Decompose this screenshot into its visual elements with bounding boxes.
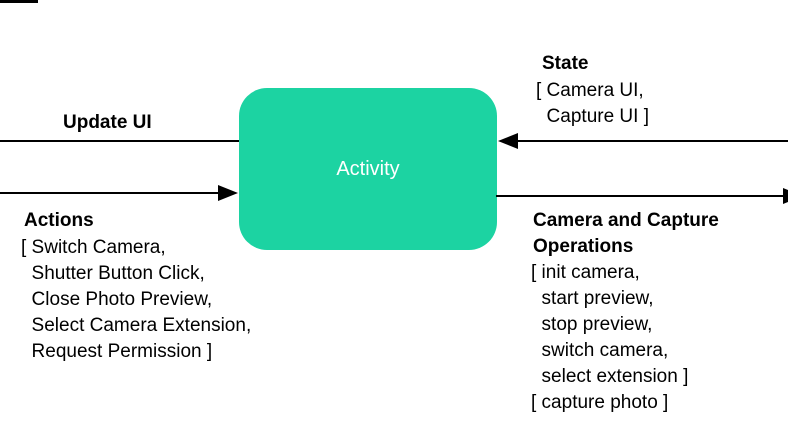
- list-line: select extension ]: [531, 366, 689, 387]
- actions-item-list: [ Switch Camera, Shutter Button Click, C…: [21, 235, 251, 365]
- list-line: Shutter Button Click,: [21, 263, 205, 284]
- activity-node: Activity: [239, 88, 497, 250]
- list-line: [ Camera UI,: [536, 80, 644, 101]
- cropped-edge-artifact: [0, 0, 38, 3]
- list-line: stop preview,: [531, 314, 653, 335]
- state-item-list: [ Camera UI, Capture UI ]: [536, 78, 649, 130]
- update-ui-label: Update UI: [63, 112, 152, 133]
- operations-item-list: [ init camera, start preview, stop previ…: [531, 260, 688, 416]
- list-line: [ Switch Camera,: [21, 237, 166, 258]
- operations-arrow-line: [496, 195, 788, 197]
- list-line: Request Permission ]: [21, 341, 213, 362]
- update-ui-arrow-line: [0, 140, 240, 142]
- arrowhead-right-icon: [218, 185, 238, 201]
- actions-arrow-line: [0, 192, 220, 194]
- arrowhead-left-icon: [498, 133, 518, 149]
- list-line: switch camera,: [531, 340, 669, 361]
- list-line: [ capture photo ]: [531, 392, 669, 413]
- operations-label: Camera and Capture Operations: [533, 210, 719, 257]
- arrowhead-right-clipped-icon: [783, 188, 788, 204]
- activity-node-label: Activity: [336, 157, 400, 180]
- state-label: State: [542, 53, 589, 74]
- list-line: start preview,: [531, 288, 654, 309]
- actions-label: Actions: [24, 210, 94, 231]
- state-arrow-line: [516, 140, 788, 142]
- list-line: Close Photo Preview,: [21, 289, 213, 310]
- list-line: [ init camera,: [531, 262, 640, 283]
- list-line: Select Camera Extension,: [21, 315, 252, 336]
- list-line: Capture UI ]: [536, 106, 649, 127]
